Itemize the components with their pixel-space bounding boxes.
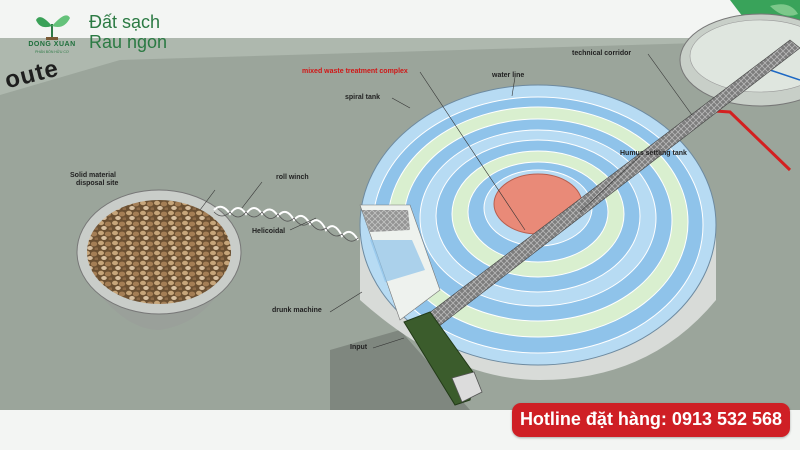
- label-technical-corridor: technical corridor: [572, 50, 632, 57]
- label-drunk-machine: drunk machine: [272, 307, 322, 314]
- label-humus-settling-tank: Humus settling tank: [620, 150, 687, 157]
- leaf-logo-icon: [36, 15, 70, 40]
- brand: DONG XUAN PHÂN BÓN HỮU CƠ Đất sạch Rau n…: [22, 8, 197, 58]
- logo-tagline: PHÂN BÓN HỮU CƠ: [35, 50, 69, 54]
- hotline-text: Hotline đặt hàng: 0913 532 568: [519, 409, 783, 429]
- ramp: [330, 330, 470, 410]
- label-mixed-waste: mixed waste treatment complex: [302, 68, 408, 75]
- label-solid-material-line-2: disposal site: [76, 180, 119, 187]
- label-input: Input: [350, 344, 368, 351]
- label-solid-material-line-1: Solid material: [70, 172, 116, 179]
- label-solid-material: Solid material disposal site: [70, 172, 118, 188]
- label-water-line: water line: [492, 72, 525, 79]
- corner-leaf: [770, 4, 798, 16]
- brand-tagline: Đất sạch Rau ngon: [89, 12, 167, 52]
- tagline-line-1: Đất sạch: [89, 12, 161, 32]
- label-helicoidal: Helicoidal: [252, 228, 286, 235]
- label-spiral-tank: spiral tank: [345, 94, 381, 101]
- label-roll-winch: roll winch: [276, 174, 309, 181]
- logo-name: DONG XUAN: [28, 41, 76, 48]
- tagline-line-2: Rau ngon: [89, 32, 168, 52]
- road: [0, 38, 800, 95]
- helicoidal-conveyor: [213, 205, 359, 241]
- hotline-banner[interactable]: Hotline đặt hàng: 0913 532 568: [512, 403, 790, 437]
